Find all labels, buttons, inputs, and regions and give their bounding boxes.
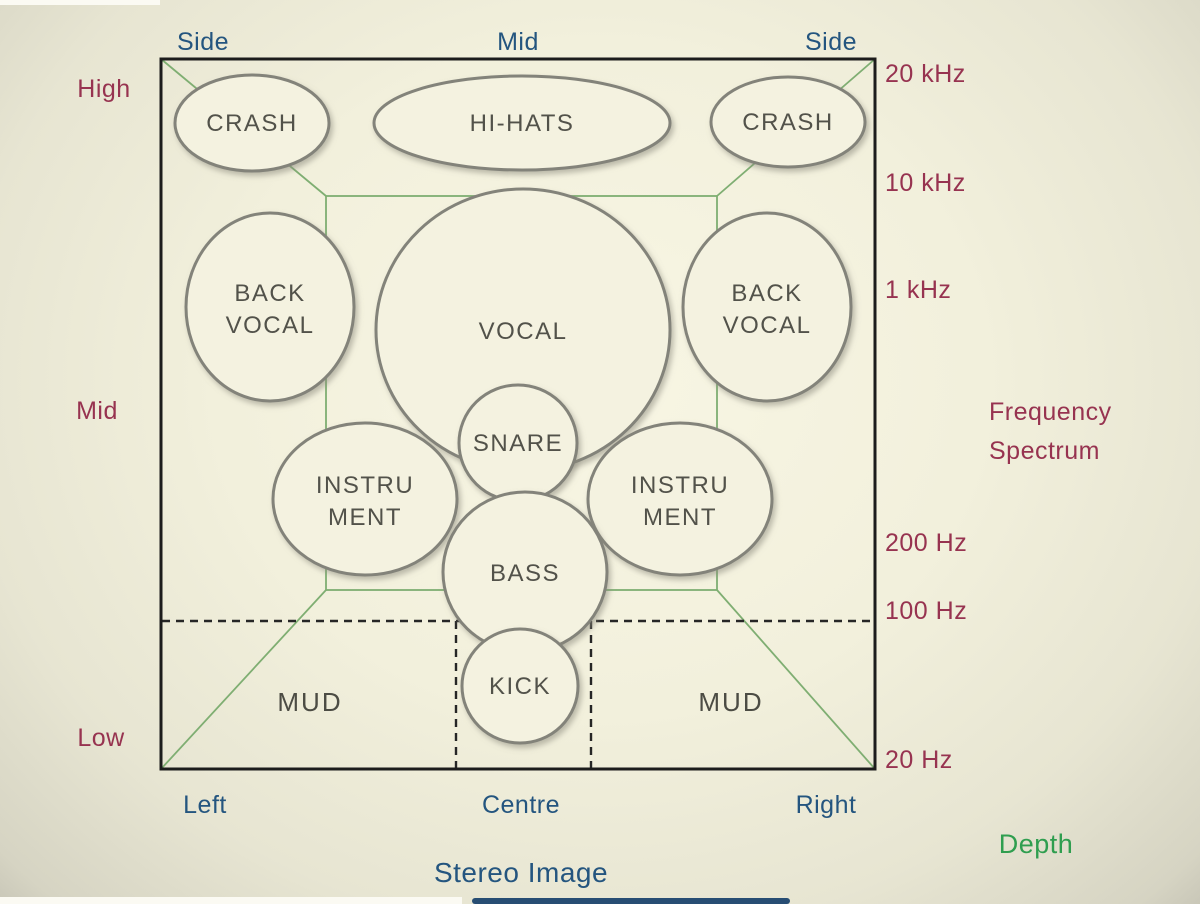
freq-tick-200hz: 200 Hz [885,529,967,557]
crash-right-label: CRASH [742,109,834,136]
back-vocal-left-label-line1: BACK [234,280,305,307]
axis-left-low: Low [77,724,125,752]
axis-left-high: High [77,75,130,103]
axis-top-side-left: Side [177,28,229,56]
mud-right-label: MUD [698,687,763,717]
freq-tick-1khz: 1 kHz [885,276,951,304]
instrument-left-zone [271,421,459,577]
vocal-label: VOCAL [479,318,568,345]
axis-bottom-right: Right [796,791,857,819]
frequency-spectrum-title-line1: Frequency [989,398,1112,426]
instrument-right-zone [586,421,774,577]
kick-label: KICK [489,673,551,700]
freq-tick-10khz: 10 kHz [885,169,966,197]
back-vocal-right-label-line1: BACK [731,280,802,307]
photo-artifact-streak [472,898,790,904]
instrument-left-label-line1: INSTRU [316,472,414,499]
freq-tick-20hz: 20 Hz [885,746,953,774]
depth-diagonal-bottom-left [160,589,327,770]
bass-label: BASS [490,560,560,587]
instrument-right-label-line1: INSTRU [631,472,729,499]
axis-top-side-right: Side [805,28,857,56]
stereo-image-title: Stereo Image [434,857,608,888]
axis-left-mid: Mid [76,397,118,425]
depth-title: Depth [999,829,1074,859]
hi-hats-zone [372,74,672,172]
depth-diagonal-bottom-right [716,589,876,770]
mud-left-label: MUD [277,687,342,717]
back-vocal-left-label-line2: VOCAL [226,312,315,339]
axis-top-mid: Mid [497,28,539,56]
hi-hats-label: HI-HATS [470,110,575,137]
frequency-spectrum-title-line2: Spectrum [989,437,1100,465]
instrument-left-label-line2: MENT [328,504,402,531]
instrument-right-label-line2: MENT [643,504,717,531]
crash-left-zone [173,73,331,173]
freq-tick-20khz: 20 kHz [885,60,966,88]
photo-edge-artifact-top [0,0,160,5]
freq-tick-100hz: 100 Hz [885,597,967,625]
snare-label: SNARE [473,430,563,457]
back-vocal-right-label-line2: VOCAL [723,312,812,339]
crash-left-label: CRASH [206,110,298,137]
back-vocal-right-zone [681,211,853,403]
back-vocal-left-zone [184,211,356,403]
stereo-field-border [159,57,877,771]
axis-bottom-left: Left [183,791,227,819]
kick-zone [460,627,580,745]
crash-right-zone [709,75,867,169]
photo-edge-artifact-bottom [0,897,462,904]
axis-bottom-centre: Centre [482,791,560,819]
